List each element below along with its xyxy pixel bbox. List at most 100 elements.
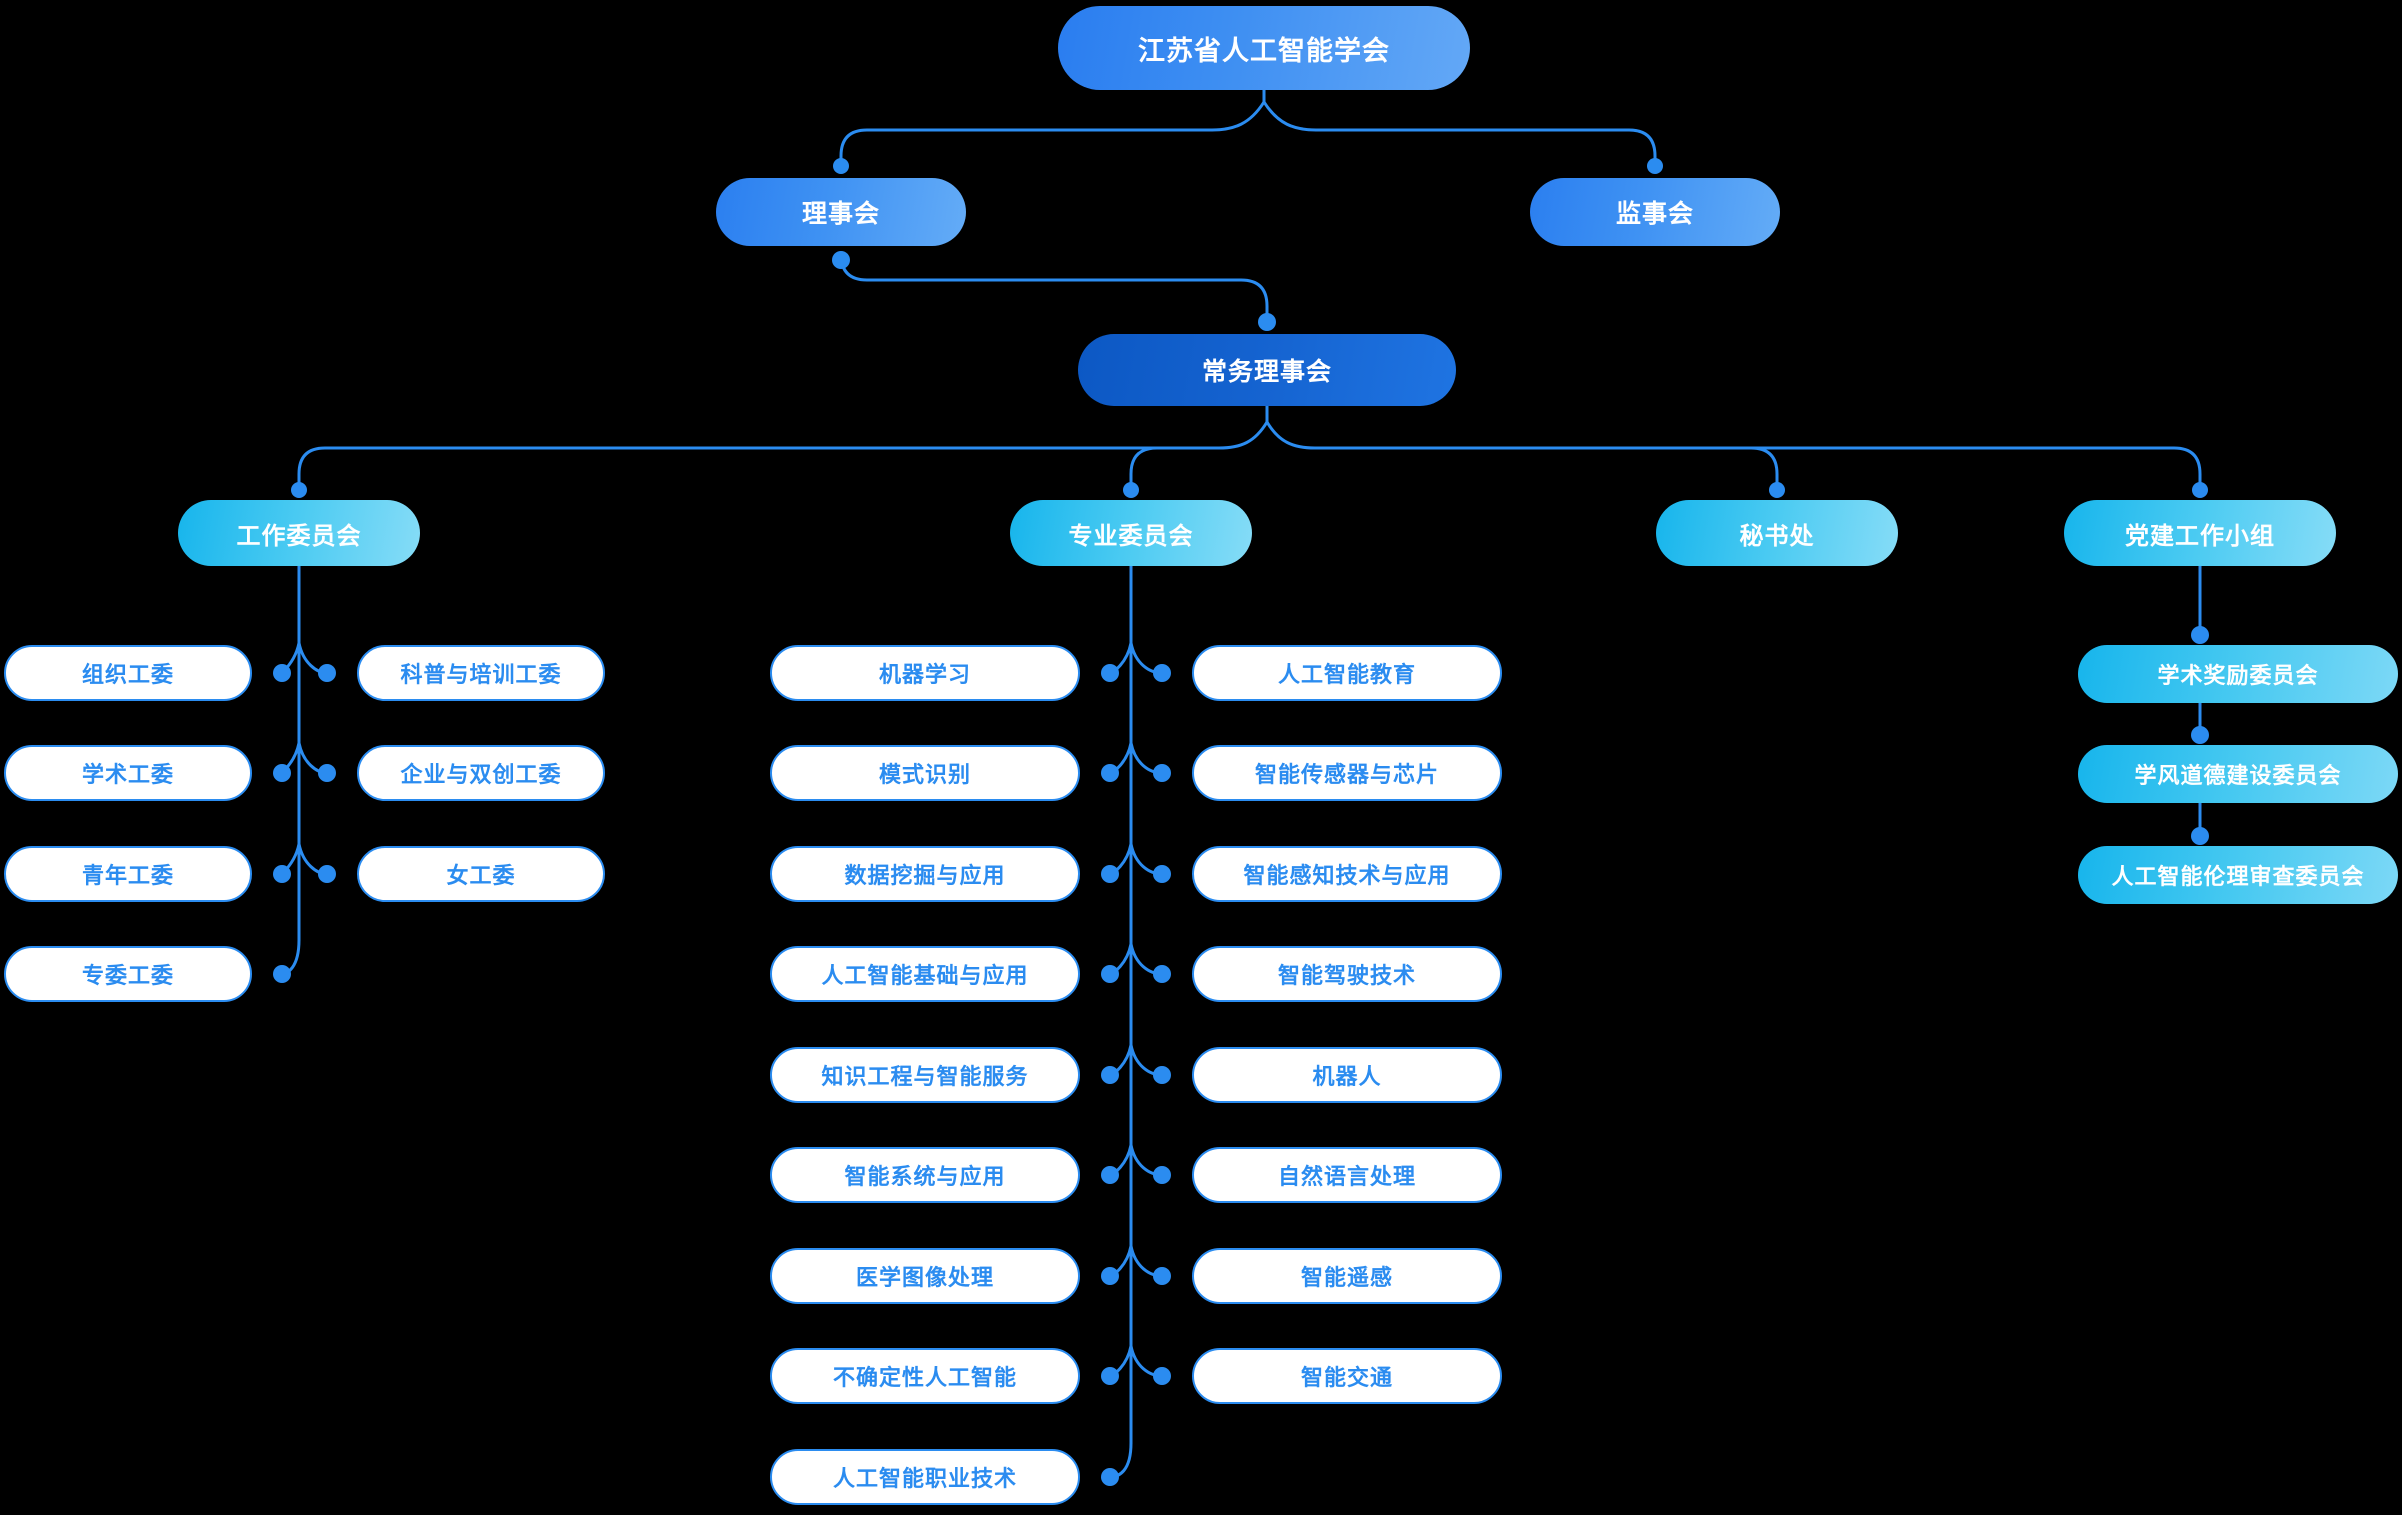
connector-dot bbox=[1153, 1367, 1171, 1385]
leaf-professional-committee[interactable]: 智能系统与应用 bbox=[770, 1147, 1080, 1203]
connector-line bbox=[280, 938, 301, 976]
leaf-professional-committee[interactable]: 不确定性人工智能 bbox=[770, 1348, 1080, 1404]
connector-line bbox=[1108, 1441, 1133, 1479]
leaf-work-committee[interactable]: 科普与培训工委 bbox=[357, 645, 605, 701]
leaf-professional-committee[interactable]: 自然语言处理 bbox=[1192, 1147, 1502, 1203]
connector-line bbox=[1108, 842, 1133, 876]
connector-line bbox=[1129, 1143, 1164, 1177]
connector-dot bbox=[318, 664, 336, 682]
leaf-professional-committee-label: 人工智能基础与应用 bbox=[821, 963, 1029, 988]
connector-line bbox=[1129, 942, 1164, 976]
connector-dot bbox=[1101, 965, 1119, 983]
connector-line bbox=[280, 741, 301, 775]
connector-dot bbox=[1153, 1166, 1171, 1184]
leaf-professional-committee-label: 模式识别 bbox=[878, 762, 971, 787]
connector-line bbox=[1129, 446, 1221, 490]
leaf-professional-committee[interactable]: 知识工程与智能服务 bbox=[770, 1047, 1080, 1103]
leaf-professional-committee-label: 智能系统与应用 bbox=[844, 1164, 1006, 1189]
connector-dot bbox=[273, 965, 291, 983]
node-board-of-supervisors-label: 监事会 bbox=[1615, 200, 1694, 228]
node-standing-council-label: 常务理事会 bbox=[1201, 358, 1332, 386]
connector-dot bbox=[1153, 1066, 1171, 1084]
leaf-professional-committee[interactable]: 数据挖掘与应用 bbox=[770, 846, 1080, 902]
leaf-professional-committee-label: 智能交通 bbox=[1300, 1365, 1393, 1390]
leaf-work-committee[interactable]: 企业与双创工委 bbox=[357, 745, 605, 801]
connector-line bbox=[1108, 1244, 1133, 1278]
node-standing-council[interactable]: 常务理事会 bbox=[1078, 334, 1456, 406]
node-party-building-group[interactable]: 党建工作小组 bbox=[2064, 500, 2336, 566]
leaf-professional-committee-label: 智能驾驶技术 bbox=[1277, 963, 1416, 988]
connector-dot bbox=[2191, 827, 2209, 845]
connector-dot bbox=[1769, 482, 1785, 498]
node-board-of-directors[interactable]: 理事会 bbox=[716, 178, 966, 246]
node-root[interactable]: 江苏省人工智能学会 bbox=[1058, 6, 1470, 90]
node-party-building-group-label: 党建工作小组 bbox=[2125, 522, 2275, 550]
connector-line bbox=[297, 446, 1221, 490]
connector-dot bbox=[2192, 482, 2208, 498]
leaf-work-committee[interactable]: 组织工委 bbox=[4, 645, 252, 701]
connector-line bbox=[1108, 1043, 1133, 1077]
leaf-professional-committee[interactable]: 人工智能职业技术 bbox=[770, 1449, 1080, 1505]
connector-dot bbox=[273, 865, 291, 883]
connector-line bbox=[1108, 641, 1133, 675]
leaf-work-committee[interactable]: 专委工委 bbox=[4, 946, 252, 1002]
node-work-committee-label: 工作委员会 bbox=[236, 522, 362, 550]
connector-line bbox=[1262, 100, 1318, 132]
connector-dot bbox=[1101, 1066, 1119, 1084]
leaf-professional-committee[interactable]: 人工智能基础与应用 bbox=[770, 946, 1080, 1002]
leaf-work-committee-label: 女工委 bbox=[446, 863, 516, 888]
connector-line bbox=[297, 741, 329, 775]
leaf-professional-committee[interactable]: 机器学习 bbox=[770, 645, 1080, 701]
leaf-work-committee[interactable]: 学术工委 bbox=[4, 745, 252, 801]
connector-dot bbox=[1153, 764, 1171, 782]
leaf-work-committee-label: 专委工委 bbox=[81, 963, 174, 988]
leaf-work-committee-label: 组织工委 bbox=[81, 662, 174, 687]
leaf-professional-committee[interactable]: 机器人 bbox=[1192, 1047, 1502, 1103]
leaf-work-committee[interactable]: 青年工委 bbox=[4, 846, 252, 902]
node-secretariat-label: 秘书处 bbox=[1739, 522, 1815, 550]
connector-dot bbox=[832, 251, 850, 269]
node-secretariat[interactable]: 秘书处 bbox=[1656, 500, 1898, 566]
connector-dot bbox=[1153, 1267, 1171, 1285]
connector-dot bbox=[291, 482, 307, 498]
connector-dot bbox=[1101, 1267, 1119, 1285]
connector-dot bbox=[1101, 1166, 1119, 1184]
leaf-work-committee-label: 青年工委 bbox=[81, 863, 174, 888]
connector-line bbox=[1108, 942, 1133, 976]
node-root-label: 江苏省人工智能学会 bbox=[1138, 35, 1390, 66]
node-board-of-supervisors[interactable]: 监事会 bbox=[1530, 178, 1780, 246]
leaf-professional-committee[interactable]: 智能遥感 bbox=[1192, 1248, 1502, 1304]
connector-line bbox=[1108, 741, 1133, 775]
connector-dot bbox=[273, 664, 291, 682]
leaf-professional-committee-label: 智能传感器与芯片 bbox=[1254, 762, 1439, 787]
connector-line bbox=[280, 842, 301, 876]
leaf-work-committee[interactable]: 女工委 bbox=[357, 846, 605, 902]
node-professional-committee-label: 专业委员会 bbox=[1068, 522, 1194, 550]
leaf-professional-committee-label: 机器人 bbox=[1312, 1064, 1382, 1089]
leaf-professional-committee[interactable]: 医学图像处理 bbox=[770, 1248, 1080, 1304]
connector-line bbox=[1217, 420, 1269, 450]
leaf-party-building-group[interactable]: 学风道德建设委员会 bbox=[2078, 745, 2398, 803]
connector-dot bbox=[2191, 626, 2209, 644]
node-work-committee[interactable]: 工作委员会 bbox=[178, 500, 420, 566]
leaf-professional-committee[interactable]: 智能交通 bbox=[1192, 1348, 1502, 1404]
leaf-party-building-group-label: 学术奖励委员会 bbox=[2157, 663, 2319, 688]
leaf-professional-committee[interactable]: 智能驾驶技术 bbox=[1192, 946, 1502, 1002]
connector-line bbox=[297, 641, 329, 675]
connector-line bbox=[280, 641, 301, 675]
leaf-professional-committee[interactable]: 人工智能教育 bbox=[1192, 645, 1502, 701]
connector-dot bbox=[1153, 664, 1171, 682]
connector-dot bbox=[1153, 965, 1171, 983]
connector-line bbox=[1313, 446, 1779, 490]
node-professional-committee[interactable]: 专业委员会 bbox=[1010, 500, 1252, 566]
leaf-party-building-group[interactable]: 学术奖励委员会 bbox=[2078, 645, 2398, 703]
leaf-professional-committee[interactable]: 模式识别 bbox=[770, 745, 1080, 801]
connector-line bbox=[1129, 842, 1164, 876]
connector-line bbox=[839, 128, 1214, 166]
leaf-professional-committee[interactable]: 智能传感器与芯片 bbox=[1192, 745, 1502, 801]
leaf-professional-committee[interactable]: 智能感知技术与应用 bbox=[1192, 846, 1502, 902]
leaf-professional-committee-label: 机器学习 bbox=[878, 662, 971, 687]
leaf-party-building-group[interactable]: 人工智能伦理审查委员会 bbox=[2078, 846, 2398, 904]
connector-line bbox=[1210, 100, 1266, 132]
